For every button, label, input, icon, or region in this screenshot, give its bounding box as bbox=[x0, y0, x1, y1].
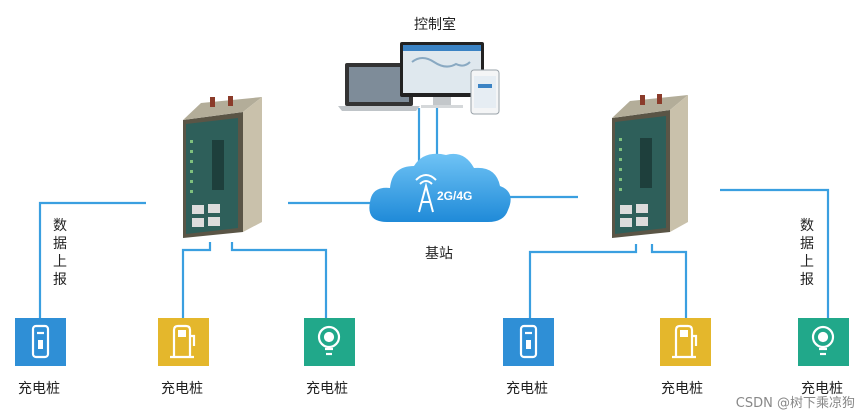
fuel-pump-charger-icon bbox=[170, 324, 196, 359]
base-station-cloud bbox=[369, 153, 511, 222]
phone-charger-icon bbox=[31, 324, 50, 359]
fuel-pump-charger-icon bbox=[672, 324, 698, 359]
phone-icon bbox=[470, 69, 500, 115]
charger-tile-1 bbox=[15, 318, 66, 366]
charger-tile-5 bbox=[660, 318, 711, 366]
line-right-charger-1 bbox=[528, 244, 638, 318]
bulb-charger-icon bbox=[811, 325, 835, 356]
network-type-label: 2G/4G bbox=[437, 189, 472, 203]
charger-tile-2 bbox=[158, 318, 209, 366]
charger-label-5: 充电桩 bbox=[661, 381, 703, 397]
gateway-device-left bbox=[183, 96, 262, 238]
line-right-charger-2 bbox=[650, 244, 688, 318]
gateway-device-right bbox=[612, 94, 688, 238]
watermark: CSDN @树下乘凉狗 bbox=[735, 396, 855, 411]
charger-label-6: 充电桩 bbox=[801, 381, 843, 397]
control-room-devices bbox=[338, 42, 500, 115]
charger-label-4: 充电桩 bbox=[506, 381, 548, 397]
line-left-report bbox=[38, 201, 146, 318]
charger-label-1: 充电桩 bbox=[18, 381, 60, 397]
control-room-label: 控制室 bbox=[414, 17, 456, 33]
charger-tile-3 bbox=[304, 318, 355, 366]
base-station-label: 基站 bbox=[425, 246, 453, 262]
laptop-icon bbox=[338, 63, 420, 111]
line-left-charger-2 bbox=[181, 242, 212, 318]
antenna-icon bbox=[415, 174, 437, 213]
connection-lines bbox=[38, 108, 830, 318]
monitor-icon bbox=[400, 42, 484, 108]
phone-charger-icon bbox=[519, 324, 538, 359]
bulb-charger-icon bbox=[317, 325, 341, 356]
charger-label-3: 充电桩 bbox=[306, 381, 348, 397]
charger-label-2: 充电桩 bbox=[161, 381, 203, 397]
charger-tile-6 bbox=[798, 318, 849, 366]
charger-tile-4 bbox=[503, 318, 554, 366]
line-right-report bbox=[720, 188, 830, 318]
line-left-charger-3 bbox=[230, 242, 328, 318]
